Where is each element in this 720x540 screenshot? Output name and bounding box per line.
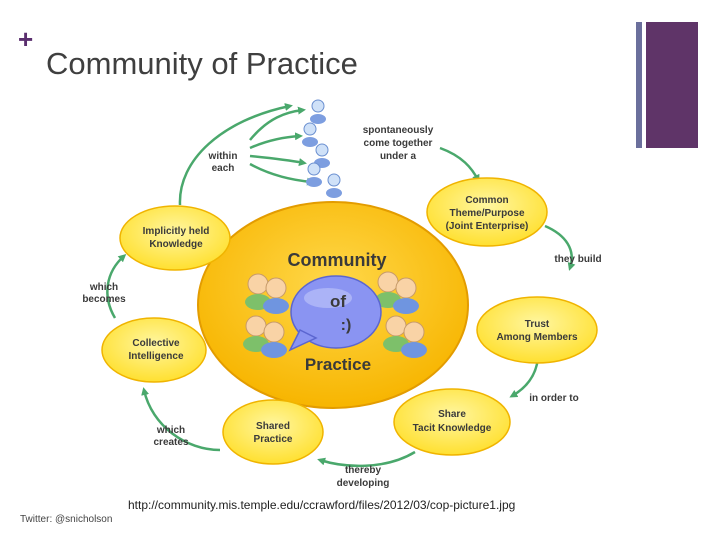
edge-label-line: under a: [380, 151, 417, 162]
edge-label-line: within: [208, 151, 238, 162]
bubble-smiley: :): [341, 317, 352, 334]
node-implicit: Implicitly held Knowledge: [119, 205, 231, 271]
speech-bubble: [288, 275, 382, 352]
arrow-people-to-theme: [439, 146, 480, 183]
node-label: Tacit Knowledge: [413, 423, 492, 434]
node-label: Among Members: [496, 332, 578, 343]
edge-label-which-creates: which creates: [153, 425, 188, 448]
arrow-theme-to-trust: [544, 224, 576, 271]
arrow-collective-to-implicit: [106, 254, 127, 319]
accent-bar-thin: [636, 22, 642, 148]
node-common-theme: Common Theme/Purpose (Joint Enterprise): [426, 177, 548, 247]
accent-bar-thick: [646, 22, 698, 148]
node-label: Shared: [256, 421, 290, 432]
center-label-community: Community: [288, 250, 387, 270]
arrow-within-2: [249, 132, 303, 150]
center-label-of: of: [330, 292, 346, 311]
person-icon: [302, 122, 318, 147]
edge-label-spontaneously: spontaneously come together under a: [363, 125, 434, 162]
person-icon: [326, 173, 342, 198]
person-icon: [306, 162, 322, 187]
person-icon: [310, 99, 326, 124]
twitter-handle: Twitter: @snicholson: [20, 514, 113, 525]
edge-label-thereby: thereby developing: [337, 465, 390, 489]
edge-label-line: creates: [153, 437, 188, 448]
node-label: (Joint Enterprise): [446, 221, 529, 232]
people-column: [302, 99, 342, 198]
node-label: Theme/Purpose: [449, 208, 524, 219]
edge-label-line: developing: [337, 478, 390, 489]
node-shared-practice: Shared Practice: [222, 399, 324, 465]
person-icon: [263, 277, 289, 314]
edge-label-line: which: [156, 425, 185, 436]
arrow-within-1: [249, 106, 306, 141]
person-icon: [243, 315, 269, 352]
person-icon: [261, 321, 287, 358]
node-label: Trust: [525, 319, 550, 330]
plus-icon: +: [18, 24, 34, 54]
people-group-right: [375, 271, 427, 358]
node-label: Common: [465, 195, 508, 206]
node-trust: Trust Among Members: [476, 296, 598, 364]
node-label: Collective: [132, 338, 180, 349]
edge-label-line: becomes: [82, 294, 126, 305]
node-label: Implicitly held: [143, 226, 210, 237]
edge-label-which-becomes: which becomes: [82, 282, 126, 305]
edge-label-line: which: [89, 282, 118, 293]
arrow-shared-to-collective: [141, 387, 221, 452]
person-icon: [393, 277, 419, 314]
person-icon: [401, 321, 427, 358]
edge-label-line: spontaneously: [363, 125, 434, 136]
node-label: Knowledge: [149, 239, 203, 250]
arrow-tacit-to-shared: [317, 450, 416, 468]
edge-label-in-order-to: in order to: [529, 393, 578, 404]
edge-label-within: within each: [208, 151, 238, 174]
node-label: Practice: [254, 434, 293, 445]
edge-label-line: thereby: [345, 465, 382, 476]
node-label: Intelligence: [128, 351, 183, 362]
arrow-within-3: [249, 154, 307, 167]
source-url: http://community.mis.temple.edu/ccrawfor…: [128, 498, 516, 512]
edge-label-they-build: they build: [554, 254, 601, 265]
slide-title: Community of Practice: [46, 46, 358, 81]
edge-label-line: come together: [364, 138, 433, 149]
center-label-practice: Practice: [305, 355, 371, 374]
node-tacit: Share Tacit Knowledge: [393, 388, 511, 456]
arrow-within-4: [249, 162, 315, 186]
people-group-left: [243, 273, 289, 358]
node-collective: Collective Intelligence: [101, 317, 207, 383]
arrow-implicit-to-people: [178, 103, 293, 206]
node-label: Share: [438, 409, 466, 420]
edge-label-line: each: [212, 163, 235, 174]
